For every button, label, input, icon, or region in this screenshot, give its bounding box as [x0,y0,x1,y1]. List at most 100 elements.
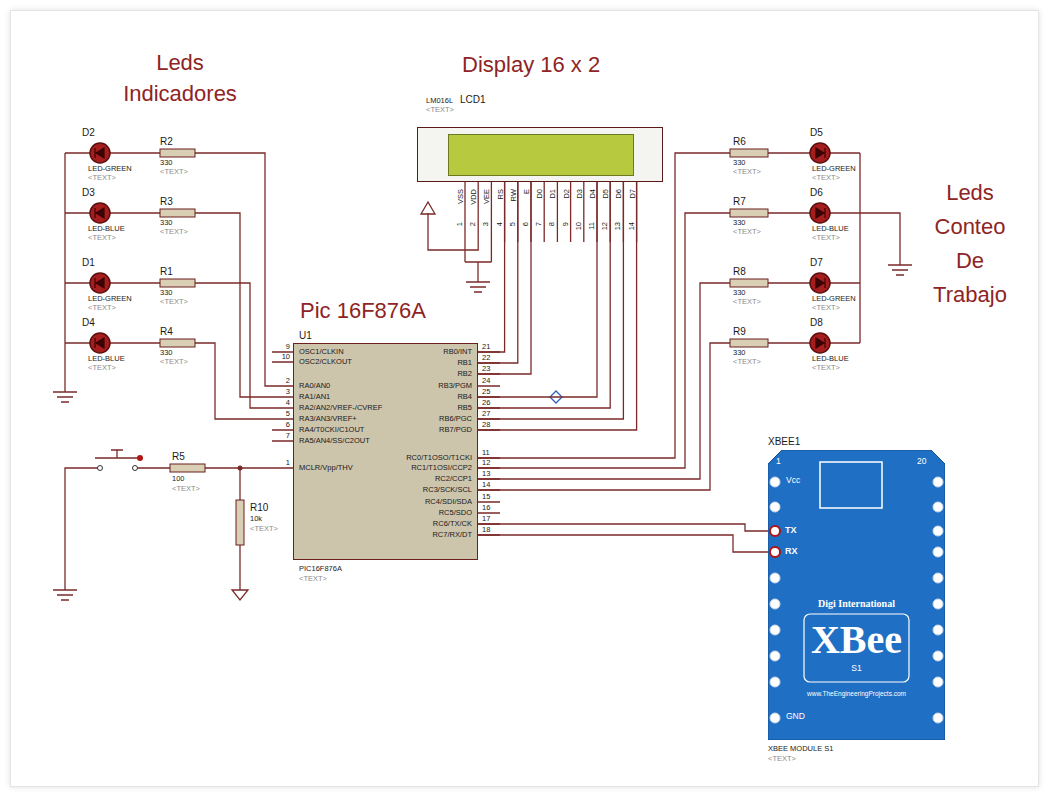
lcd-text: D7 [628,189,637,217]
schematic-label: <TEXT> [88,304,116,313]
lcd-text: D6 [614,189,623,217]
pin-name: RB2 [457,369,472,378]
schematic-label: <TEXT> [250,525,278,534]
signal-wire [478,182,623,419]
pin-name: RB4 [457,392,472,401]
schematic-label: 2 [468,222,477,240]
schematic-label: 28 [482,420,490,429]
signal-wire [478,182,505,352]
schematic-label: <TEXT> [733,298,761,307]
schematic-label: 21 [482,342,490,351]
signal-wire [478,524,768,531]
schematic-label: D6 [810,187,823,199]
ground-symbol [53,590,77,600]
schematic-label: LED-GREEN [88,165,132,174]
pin-name: RB7/PGD [439,425,472,434]
schematic-label: 9 [561,222,570,240]
schematic-label: 3 [270,387,290,396]
schematic-label: 330 [160,349,173,358]
schematic-label: <TEXT> [160,358,188,367]
schematic-label: 10 [574,222,583,240]
schematic-label: <TEXT> [160,228,188,237]
power-terminal [421,202,435,214]
schematic-label: 11 [482,448,490,457]
schematic-label: 8 [547,222,556,240]
signal-wire [478,535,768,552]
module-pin [770,502,780,512]
ground-symbol [53,392,77,402]
schematic-label: 5 [508,222,517,240]
module-text: XBee [768,618,945,662]
schematic-label: <TEXT> [768,755,796,764]
resistor-symbol [730,279,768,287]
antenna-window [820,462,882,508]
led-symbol [90,333,110,353]
diode-mark [816,208,825,218]
module-text: TX [785,525,797,535]
schematic-label: D4 [82,317,95,329]
pin-name: PIC16F876A [299,565,342,574]
lcd-text: VDD [469,189,478,217]
diode-mark [816,148,825,158]
schematic-label: 17 [482,514,490,523]
schematic-label: D3 [82,187,95,199]
button-indicator [137,455,143,461]
module-text: S1 [768,664,945,674]
resistor-symbol [730,149,768,157]
module-pin [770,651,780,661]
schematic-label: 16 [482,503,490,512]
schematic-label: LED-GREEN [812,295,856,304]
schematic-label: 13 [613,222,622,240]
schematic-label: 15 [482,492,490,501]
module-pin [933,625,943,635]
schematic-label: 27 [482,409,490,418]
schematic-label: 11 [587,222,596,240]
schematic-label: Pic 16F876A [300,296,426,327]
schematic-label: R2 [160,136,173,148]
schematic-label: R10 [250,502,268,514]
lcd-text: VSS [456,189,465,217]
schematic-label: 12 [482,458,490,467]
button-contact [133,466,138,471]
resistor-symbol [160,149,195,157]
schematic-label: LED-BLUE [812,225,849,234]
schematic-label: R1 [160,266,173,278]
module-pin [933,713,943,723]
schematic-label: <TEXT> [733,168,761,177]
resistor-symbol [236,500,244,545]
lcd-text: LM016L [426,97,453,106]
module-text: 20 [917,457,926,467]
schematic-label: 7 [270,431,290,440]
resistor-symbol [730,339,768,347]
schematic-label: Display 16 x 2 [462,50,600,81]
lcd-text: LCD1 [460,94,486,106]
led-body [90,273,110,293]
led-body [90,203,110,223]
schematic-label: 330 [733,349,746,358]
ground-symbol [232,590,248,600]
module-text: Digi International [768,598,945,610]
schematic-label: <TEXT> [172,485,200,494]
pin-name: RC0/T1OSO/T1CKI [406,453,472,462]
led-body [810,273,830,293]
pin-name: U1 [299,330,312,342]
schematic-label: R6 [733,136,746,148]
microcontroller-chip: U1OSC1/CLKINOSC2/CLKOUTRA0/AN0RA1/AN1RA2… [293,343,478,560]
pin-name: RC4/SDI/SDA [425,497,472,506]
schematic-label: XBEE MODULE S1 [768,745,833,754]
schematic-label: R8 [733,266,746,278]
schematic-label: R9 [733,326,746,338]
pin-name: RB5 [457,403,472,412]
pin-name: RA2/AN2/VREF-/CVREF [299,403,382,412]
schematic-label: 4 [270,398,290,407]
schematic-label: D2 [82,127,95,139]
pin-name: RA5/AN4/SS/C2OUT [299,436,370,445]
schematic-label: LED-BLUE [88,225,125,234]
lcd-text: D1 [548,189,557,217]
diode-mark [95,208,104,218]
schematic-label: <TEXT> [733,228,761,237]
ground-symbol [888,265,912,275]
schematic-label: 330 [733,159,746,168]
lcd-text: RW [509,189,518,217]
signal-wire [478,182,637,430]
